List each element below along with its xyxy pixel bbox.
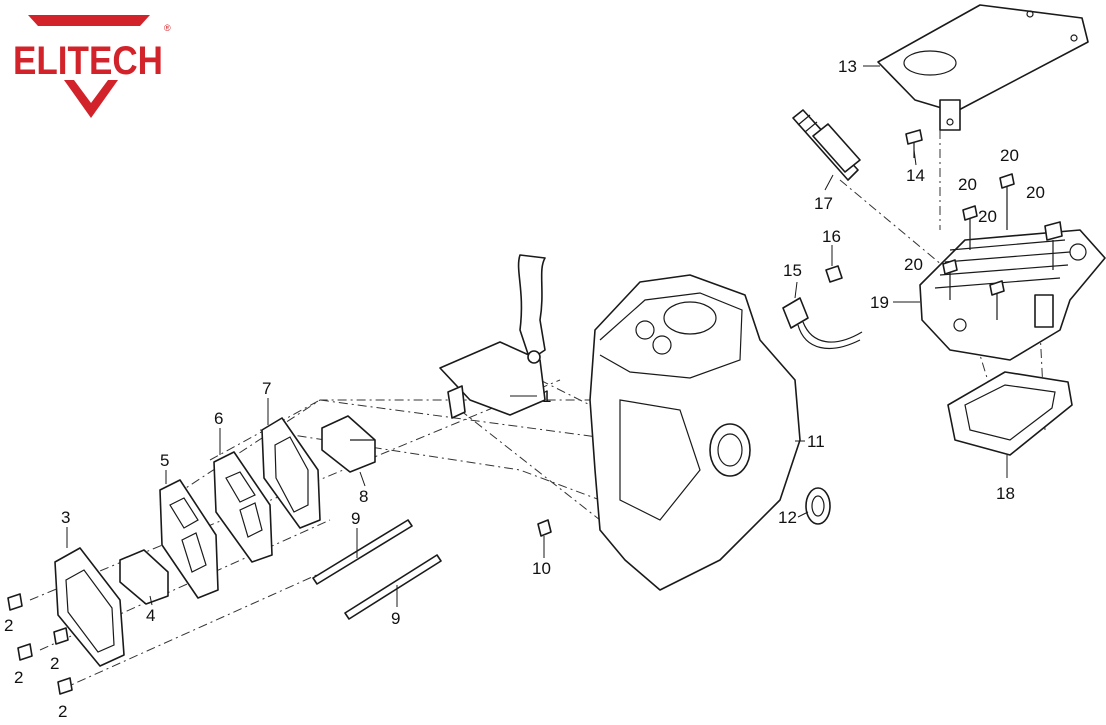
- part-4-block: [119, 549, 169, 605]
- part-17-spark-plug: [792, 109, 861, 181]
- part-10-nut: [537, 519, 552, 537]
- callout-5: 5: [160, 451, 169, 470]
- callout-13: 13: [838, 57, 857, 76]
- callout-20-a: 20: [1000, 146, 1019, 165]
- part-1-breather-assembly: [439, 254, 546, 419]
- callout-2-c: 2: [50, 654, 59, 673]
- part-11-crankcase: [589, 274, 801, 591]
- callout-labels: 1 2 2 2 2 3 4 5 6 7 8 9 9 10 11 12 13 14…: [4, 57, 1045, 721]
- callout-15: 15: [783, 261, 802, 280]
- callout-20-d: 20: [978, 207, 997, 226]
- part-2-screws: [7, 593, 73, 695]
- logo-chevron: [64, 80, 118, 118]
- part-18-head-gasket: [947, 371, 1073, 456]
- callout-6: 6: [214, 409, 223, 428]
- logo-registered-mark: ®: [164, 23, 171, 33]
- callout-16: 16: [822, 227, 841, 246]
- callout-12: 12: [778, 508, 797, 527]
- callout-20-e: 20: [904, 255, 923, 274]
- callout-11: 11: [807, 432, 825, 451]
- part-5-gasket: [159, 479, 219, 599]
- logo-top-bar: [28, 15, 150, 26]
- elitech-logo: ELITECH ®: [13, 15, 171, 118]
- callout-17: 17: [814, 194, 833, 213]
- part-3-cover: [54, 547, 125, 667]
- callout-8: 8: [359, 487, 368, 506]
- callout-10: 10: [532, 559, 551, 578]
- part-15-sensor: [782, 297, 863, 349]
- callout-2-d: 2: [58, 702, 67, 721]
- callout-1: 1: [542, 387, 551, 406]
- assembly-lines: [29, 130, 1046, 691]
- leader-lines: [66, 65, 1008, 607]
- part-8-block: [321, 415, 376, 473]
- part-12-oil-seal: [805, 487, 831, 525]
- callout-14: 14: [906, 166, 925, 185]
- callout-9-a: 9: [351, 509, 360, 528]
- callout-9-b: 9: [391, 609, 400, 628]
- callout-19: 19: [870, 293, 889, 312]
- callout-7: 7: [262, 379, 271, 398]
- part-7-gasket: [261, 417, 321, 529]
- callout-2-a: 2: [4, 616, 13, 635]
- part-20-bolts: [942, 173, 1063, 320]
- part-14-bolt: [905, 129, 923, 158]
- callout-2-b: 2: [14, 668, 23, 687]
- callout-4: 4: [146, 606, 155, 625]
- logo-wordmark: ELITECH: [13, 39, 163, 83]
- callout-3: 3: [61, 508, 70, 527]
- part-19-cylinder-head: [919, 229, 1106, 361]
- part-6-plate: [213, 451, 273, 563]
- part-13-cover-plate: [877, 4, 1089, 131]
- callout-18: 18: [996, 484, 1015, 503]
- callout-20-c: 20: [1026, 183, 1045, 202]
- part-9-studs: [312, 519, 442, 620]
- part-16-nut: [825, 265, 843, 283]
- callout-20-b: 20: [958, 175, 977, 194]
